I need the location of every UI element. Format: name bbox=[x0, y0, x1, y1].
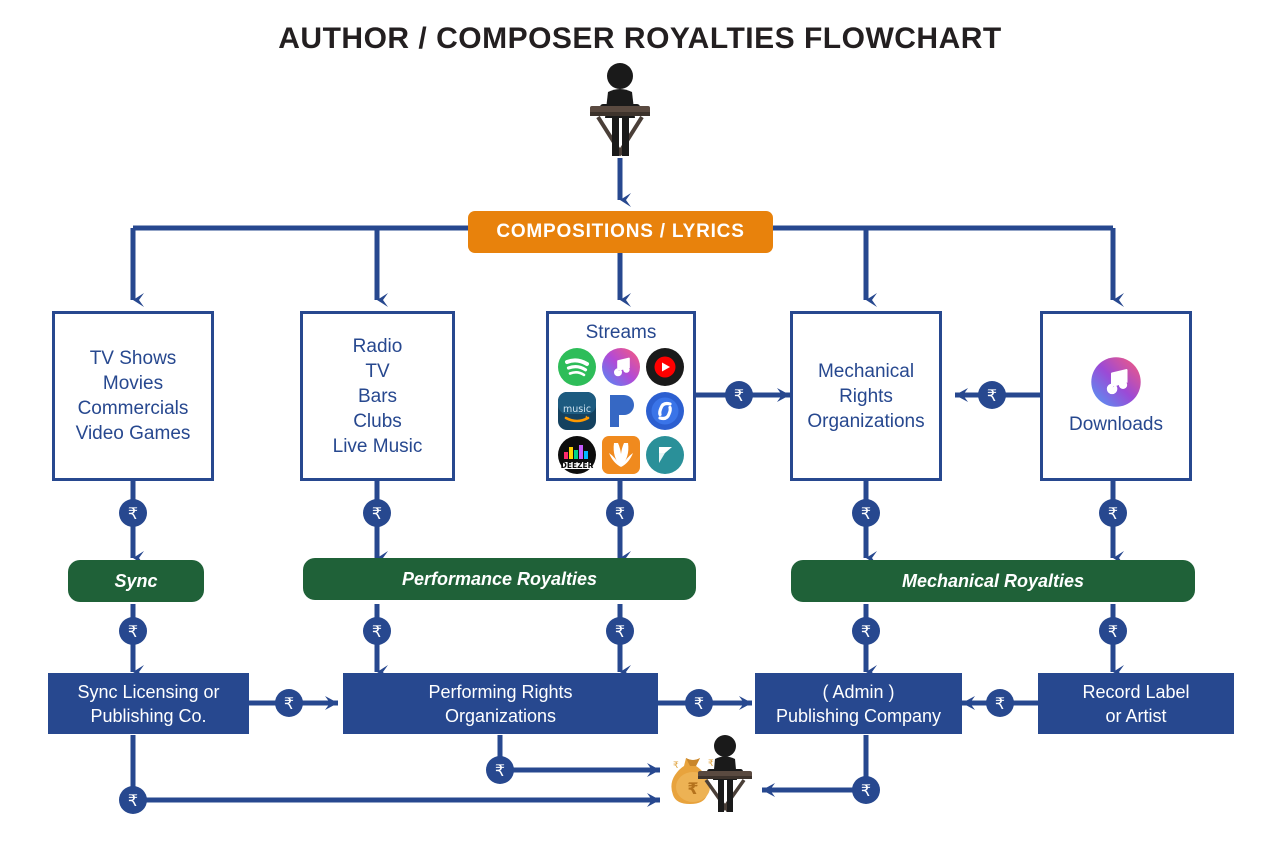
sync-use-line-3: Video Games bbox=[75, 423, 191, 444]
svg-text:₹: ₹ bbox=[372, 622, 382, 641]
sync-licensing-line-0: Sync Licensing or bbox=[77, 681, 220, 702]
streaming-services-grid: music bbox=[557, 347, 685, 475]
compositions-lyrics-label: COMPOSITIONS / LYRICS bbox=[496, 221, 745, 242]
sync-use-line-2: Commercials bbox=[77, 398, 189, 419]
itunes-icon bbox=[1091, 357, 1141, 407]
perf-use-line-2: Bars bbox=[357, 385, 398, 407]
shazam-icon[interactable] bbox=[645, 391, 685, 431]
record-label-line-1: or Artist bbox=[1105, 705, 1167, 726]
sync-uses-box[interactable]: TV Shows Movies Commercials Video Games bbox=[52, 311, 214, 481]
svg-text:₹: ₹ bbox=[615, 504, 625, 523]
downloads-label: Downloads bbox=[1069, 414, 1163, 435]
mechanical-royalties-bar[interactable]: Mechanical Royalties bbox=[791, 560, 1195, 602]
svg-text:₹: ₹ bbox=[128, 791, 138, 810]
svg-text:₹: ₹ bbox=[995, 694, 1005, 713]
mro-line-2: Organizations bbox=[807, 410, 925, 432]
sync-royalty-bar[interactable]: Sync bbox=[68, 560, 204, 602]
payout-keyboard-player-icon bbox=[690, 733, 760, 815]
perf-use-line-1: TV bbox=[365, 360, 390, 382]
performance-royalties-bar[interactable]: Performance Royalties bbox=[303, 558, 696, 600]
svg-text:₹: ₹ bbox=[861, 622, 871, 641]
keyboard-player-icon bbox=[578, 60, 662, 160]
amazon-music-icon[interactable]: music bbox=[557, 391, 597, 431]
money-bag-rupee-icon: ₹ ₹ ₹ bbox=[664, 752, 722, 812]
svg-text:₹: ₹ bbox=[495, 761, 505, 780]
svg-text:₹: ₹ bbox=[615, 622, 625, 641]
svg-text:₹: ₹ bbox=[708, 759, 714, 769]
record-label-or-artist-box[interactable]: Record Label or Artist bbox=[1038, 673, 1234, 734]
svg-text:₹: ₹ bbox=[284, 694, 294, 713]
pro-line-0: Performing Rights bbox=[428, 681, 573, 702]
admin-publishing-company-box[interactable]: ( Admin ) Publishing Company bbox=[755, 673, 962, 734]
mro-line-0: Mechanical bbox=[817, 360, 915, 382]
svg-text:₹: ₹ bbox=[372, 504, 382, 523]
performance-uses-box[interactable]: Radio TV Bars Clubs Live Music bbox=[300, 311, 455, 481]
svg-text:₹: ₹ bbox=[861, 781, 871, 800]
admin-pub-line-0: ( Admin ) bbox=[822, 681, 895, 702]
tidal-icon[interactable] bbox=[645, 435, 685, 475]
svg-text:₹: ₹ bbox=[687, 779, 698, 798]
pro-line-1: Organizations bbox=[444, 705, 557, 726]
sync-use-line-1: Movies bbox=[102, 373, 164, 394]
svg-text:₹: ₹ bbox=[694, 694, 704, 713]
napster-icon[interactable] bbox=[601, 435, 641, 475]
svg-text:₹: ₹ bbox=[128, 622, 138, 641]
mechanical-royalties-label: Mechanical Royalties bbox=[901, 570, 1085, 591]
spotify-icon[interactable] bbox=[557, 347, 597, 387]
svg-text:₹: ₹ bbox=[734, 386, 744, 405]
mro-line-1: Rights bbox=[839, 385, 893, 407]
perf-use-line-4: Live Music bbox=[332, 435, 423, 457]
svg-text:₹: ₹ bbox=[987, 386, 997, 405]
downloads-box[interactable]: Downloads bbox=[1040, 311, 1192, 481]
svg-text:₹: ₹ bbox=[1108, 622, 1118, 641]
svg-text:₹: ₹ bbox=[1108, 504, 1118, 523]
svg-text:music: music bbox=[563, 404, 591, 415]
svg-text:₹: ₹ bbox=[861, 504, 871, 523]
streams-label: Streams bbox=[585, 321, 657, 343]
svg-text:₹: ₹ bbox=[128, 504, 138, 523]
svg-text:DEEZER: DEEZER bbox=[561, 461, 594, 470]
sync-royalty-label: Sync bbox=[114, 570, 158, 591]
record-label-line-0: Record Label bbox=[1082, 681, 1190, 702]
sync-licensing-line-1: Publishing Co. bbox=[90, 705, 207, 726]
perf-use-line-3: Clubs bbox=[353, 410, 402, 432]
compositions-lyrics-node[interactable]: COMPOSITIONS / LYRICS bbox=[468, 211, 773, 253]
mechanical-rights-organizations-box[interactable]: Mechanical Rights Organizations bbox=[790, 311, 942, 481]
perf-use-line-0: Radio bbox=[352, 335, 403, 357]
performing-rights-organizations-box[interactable]: Performing Rights Organizations bbox=[343, 673, 658, 734]
streams-box[interactable]: Streams bbox=[546, 311, 696, 481]
svg-text:₹: ₹ bbox=[673, 761, 679, 771]
sync-licensing-box[interactable]: Sync Licensing or Publishing Co. bbox=[48, 673, 249, 734]
rupee-badge-group: ₹ ₹ ₹ ₹ ₹ ₹ ₹ ₹ ₹ ₹ ₹ ₹ ₹ ₹ ₹ ₹ ₹ ₹ bbox=[119, 381, 1127, 814]
performance-royalties-label: Performance Royalties bbox=[401, 568, 598, 589]
page-title: AUTHOR / COMPOSER ROYALTIES FLOWCHART bbox=[278, 22, 1002, 55]
pandora-icon[interactable] bbox=[601, 391, 641, 431]
sync-use-line-0: TV Shows bbox=[89, 348, 177, 369]
apple-music-icon[interactable] bbox=[601, 347, 641, 387]
youtube-music-icon[interactable] bbox=[645, 347, 685, 387]
deezer-icon[interactable]: DEEZER bbox=[557, 435, 597, 475]
admin-pub-line-1: Publishing Company bbox=[775, 705, 942, 726]
